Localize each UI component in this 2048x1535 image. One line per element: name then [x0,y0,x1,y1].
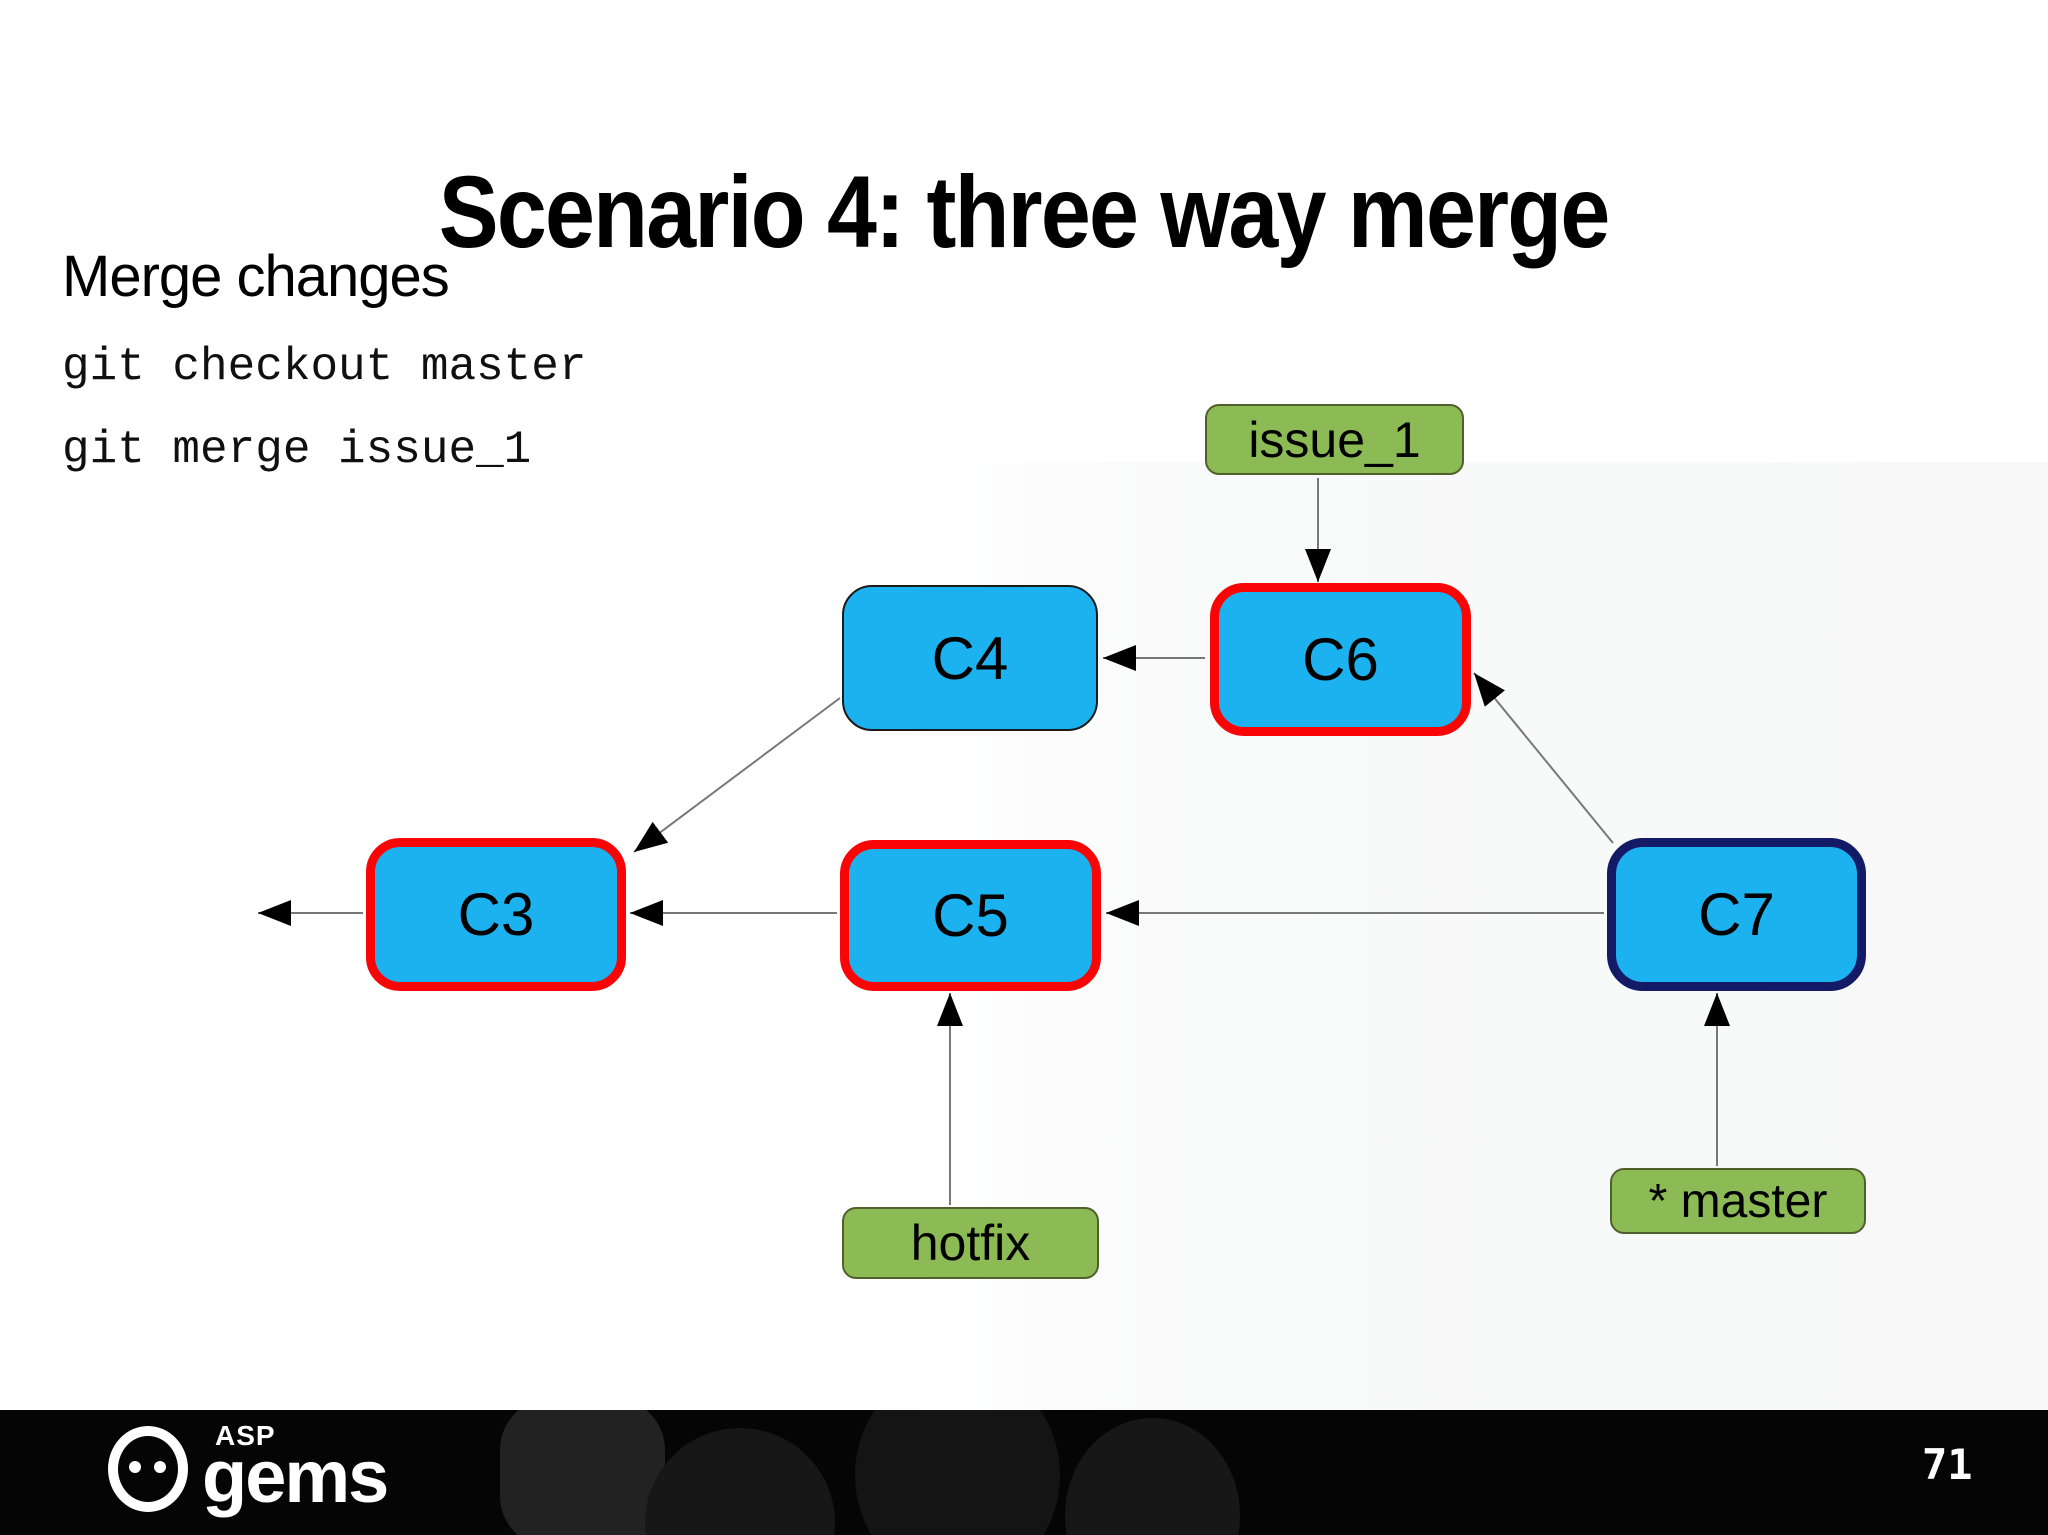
aspgems-smiley-icon [108,1426,188,1512]
slide-subtitle: Merge changes [62,244,450,309]
footer-decoration [645,1428,835,1535]
commit-label-c4: C4 [931,624,1009,692]
aspgems-logo-asp: ASP [215,1420,276,1451]
page-title-text: Scenario 4: three way merge [439,155,1611,270]
commit-node-c3: C3 [366,838,626,991]
footer-decoration [500,1410,665,1535]
commit-label-c5: C5 [932,882,1009,949]
branch-label-master: * master [1610,1168,1866,1234]
footer-bar: ASP gems 71 [0,1410,2048,1535]
commit-node-c4: C4 [842,585,1098,731]
commit-label-c3: C3 [457,881,535,948]
commit-label-c7: C7 [1698,881,1775,948]
branch-label-issue1: issue_1 [1205,404,1464,475]
aspgems-logo-gems: gems [202,1435,389,1518]
code-line-checkout: git checkout master [62,341,587,393]
branch-label-hotfix: hotfix [842,1207,1099,1279]
commit-label-c6: C6 [1302,626,1379,693]
smiley-eye-icon [129,1461,141,1473]
footer-decoration [1065,1418,1240,1535]
page-number: 71 [1922,1440,1973,1489]
commit-node-c6: C6 [1210,583,1471,736]
commit-node-c7: C7 [1607,838,1866,991]
commit-node-c5: C5 [840,840,1101,991]
smiley-eye-icon [154,1461,166,1473]
page-title: Scenario 4: three way merge [0,154,2048,271]
footer-decoration [855,1410,1060,1535]
code-line-merge: git merge issue_1 [62,424,532,476]
